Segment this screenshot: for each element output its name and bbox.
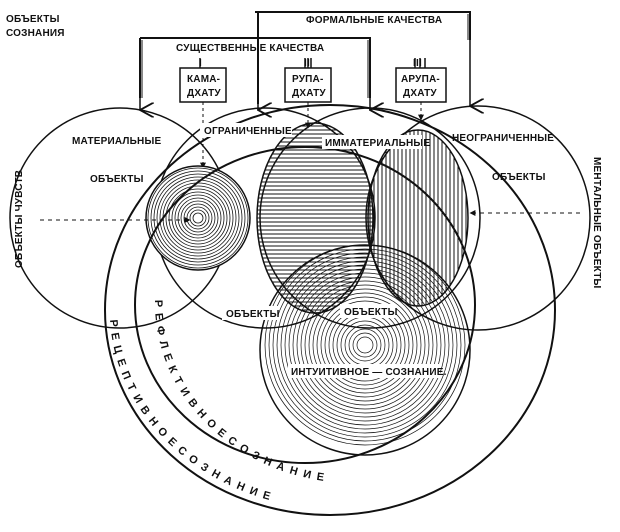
label-objects-of-consciousness-2: СОЗНАНИЯ [6,28,65,39]
label-unlimited-1: НЕОГРАНИЧЕННЫЕ [452,133,554,144]
concentric-ring [264,244,466,446]
kama-dhatu-box [179,67,227,103]
side-dashed-arrows [40,210,580,223]
concentric-ring [344,324,386,366]
concentric-ring [300,280,430,410]
label-receptive: Р Е Ц Е П Т И В Н О Е С О З Н А Н И Е [107,319,273,503]
concentric-ring [348,328,382,362]
concentric-ring [288,268,442,422]
label-limited: ОГРАНИЧЕННЫЕ [204,126,292,137]
limited-label-bg [200,123,292,137]
concentric-ring [183,203,213,233]
rupa-dhatu-box [284,67,332,103]
label-rupa-2: ДХАТУ [292,88,326,99]
label-kama-2: ДХАТУ [187,88,221,99]
concentric-ring [159,179,237,257]
concentric-ring [272,252,458,438]
label-intuitive: ИНТУИТИВНОЕ — СОЗНАНИЕ. [291,367,447,378]
label-objects-right: ОБЪЕКТЫ [344,307,398,318]
receptive-textpath: Р Е Ц Е П Т И В Н О Е С О З Н А Н И Е [107,319,272,503]
concentric-ring [168,188,228,248]
concentric-ring [268,248,462,442]
unlimited-lens [367,129,469,307]
immaterial-lens [256,122,374,314]
reflective-outline [134,146,476,464]
label-roman-one: I [199,58,202,69]
concentric-ring [156,176,240,260]
concentric-ring [276,256,454,434]
immaterial-label-bg [322,135,422,149]
concentric-ring [171,191,225,245]
consciousness-outlines [104,104,556,516]
concentric-ring [356,336,374,354]
concentric-ring [316,296,414,394]
label-roman-three: III [413,58,422,69]
concentric-ring [150,170,246,266]
label-kama-1: КАМА- [187,74,220,85]
label-essential-qualities: СУЩЕСТВЕННЫЕ КАЧЕСТВА [176,43,324,54]
concentric-ring [308,288,422,402]
concentric-ring [292,272,438,418]
concentric-ring [177,197,219,239]
kama-sphere [145,165,251,271]
formal-qualities-frame [255,11,471,104]
objects-left-bg [222,306,278,320]
concentric-ring [320,300,410,390]
label-roman-two: II [304,58,310,69]
concentric-ring [153,173,243,263]
label-material-1: МАТЕРИАЛЬНЫЕ [72,136,161,147]
arupa-dhatu-box [395,67,447,103]
intuitive-label-bg [288,364,440,378]
label-mental-objects: МЕНТАЛЬНЫЕ ОБЪЕКТЫ [591,157,602,289]
label-material-2: ОБЪЕКТЫ [90,174,144,185]
concentric-ring [147,167,249,269]
concentric-ring [192,212,204,224]
label-objects-left: ОБЪЕКТЫ [226,309,280,320]
concentric-ring [165,185,231,251]
concentric-ring [312,292,418,398]
label-sense-objects: ОБЪЕКТЫ ЧУВСТВ [14,170,25,268]
concentric-ring [296,276,434,414]
concentric-ring [280,260,450,430]
label-rupa-1: РУПА- [292,74,324,85]
concentric-ring [174,194,222,242]
concentric-ring [352,332,378,358]
label-arupa-1: АРУПА- [401,74,440,85]
concentric-ring [180,200,216,236]
dhatu-connectors [199,58,426,68]
label-immaterial: ИММАТЕРИАЛЬНЫЕ [325,138,430,149]
label-objects-of-consciousness-1: ОБЪЕКТЫ [6,14,60,25]
objects-right-bg [340,304,396,318]
receptive-outline [104,104,556,516]
concentric-ring [304,284,426,406]
essential-qualities-frame [139,37,371,98]
concentric-ring [284,264,446,426]
label-unlimited-2: ОБЪЕКТЫ [492,172,546,183]
label-arupa-2: ДХАТУ [403,88,437,99]
label-formal-qualities: ФОРМАЛЬНЫЕ КАЧЕСТВА [306,15,442,26]
